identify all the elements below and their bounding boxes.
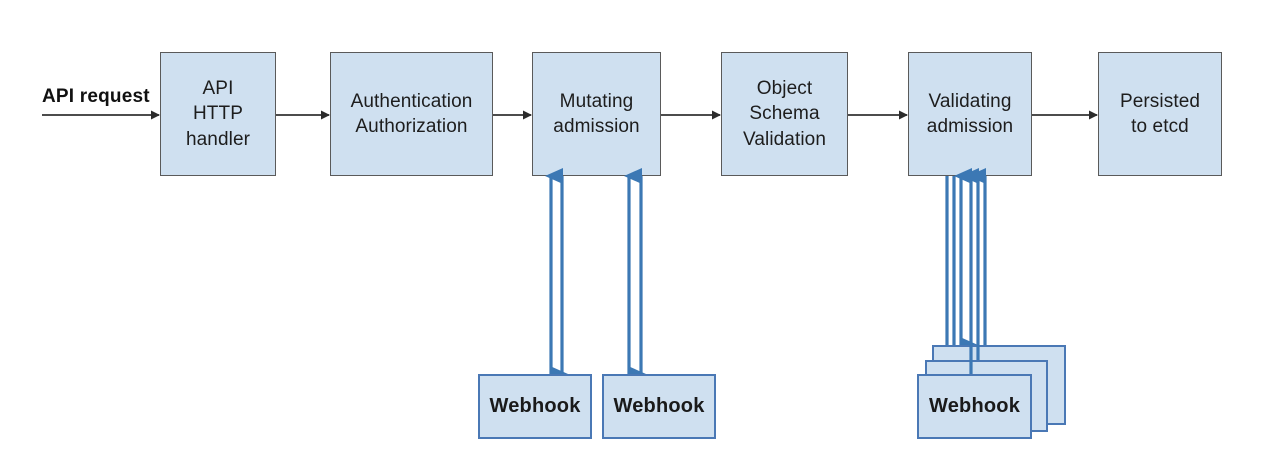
webhook-response-arrow-group <box>545 168 987 374</box>
webhook-request-arrow-group <box>549 176 978 382</box>
node-mutating-admission: Mutating admission <box>532 52 661 176</box>
node-webhook-mutating-1: Webhook <box>478 374 592 439</box>
entry-label: API request <box>42 86 150 107</box>
node-webhook-mutating-2: Webhook <box>602 374 716 439</box>
node-authn-authz: Authentication Authorization <box>330 52 493 176</box>
node-object-schema: Object Schema Validation <box>721 52 848 176</box>
node-persisted-to-etcd: Persisted to etcd <box>1098 52 1222 176</box>
node-webhook-validating-1: Webhook <box>917 374 1032 439</box>
node-api-http-handler: API HTTP handler <box>160 52 276 176</box>
node-validating-admission: Validating admission <box>908 52 1032 176</box>
